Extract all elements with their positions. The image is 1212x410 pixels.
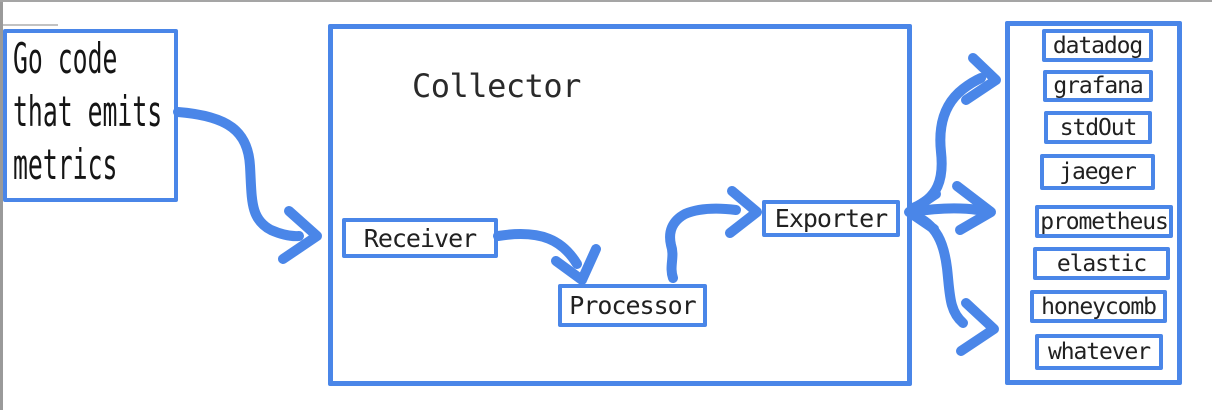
processor-label: Processor <box>569 291 696 320</box>
source-code-label: Go code that emits metrics <box>13 32 162 191</box>
arrow-fan-bottom-head-icon <box>956 298 999 356</box>
canvas-left-edge <box>0 0 3 410</box>
destination-label: jaeger <box>1059 159 1137 185</box>
destination-label: grafana <box>1053 73 1143 99</box>
arrow-source-to-collector-icon <box>173 107 304 242</box>
destination-label: stdOut <box>1059 114 1138 141</box>
destination-box-stdout: stdOut <box>1044 111 1152 144</box>
source-line-2: that emits <box>13 87 163 136</box>
arrow-fan-left-head-icon <box>904 189 941 234</box>
destination-label: whatever <box>1048 339 1151 365</box>
destination-box-honeycomb: honeycomb <box>1030 290 1167 323</box>
destination-box-jaeger: jaeger <box>1040 154 1155 190</box>
destination-box-whatever: whatever <box>1035 334 1163 370</box>
arrow-fan-top-head-icon <box>961 53 1001 105</box>
destination-box-datadog: datadog <box>1042 29 1153 62</box>
destination-box-elastic: elastic <box>1033 247 1170 280</box>
destination-label: prometheus <box>1040 208 1169 235</box>
source-code-box: Go code that emits metrics <box>3 29 178 202</box>
receiver-box: Receiver <box>342 218 498 258</box>
collector-title: Collector <box>412 67 581 105</box>
destination-label: honeycomb <box>1041 293 1157 320</box>
processor-box: Processor <box>558 284 707 327</box>
arrow-fan-middle-head-icon <box>952 181 996 235</box>
exporter-label: Exporter <box>774 204 888 233</box>
arrow-source-to-collector-head-icon <box>278 206 322 264</box>
exporter-box: Exporter <box>762 200 900 237</box>
canvas-corner-notch <box>3 24 58 26</box>
arrow-fan-top-icon <box>908 73 986 213</box>
source-line-1: Go code <box>13 34 118 83</box>
destination-label: elastic <box>1056 250 1147 277</box>
destination-box-grafana: grafana <box>1043 70 1153 102</box>
source-line-3: metrics <box>13 140 118 189</box>
receiver-label: Receiver <box>363 223 477 253</box>
destination-box-prometheus: prometheus <box>1035 205 1173 238</box>
canvas-top-edge <box>0 0 1212 2</box>
destination-label: datadog <box>1052 32 1143 59</box>
arrow-fan-middle-icon <box>907 203 983 217</box>
arrow-fan-bottom-icon <box>908 210 968 328</box>
